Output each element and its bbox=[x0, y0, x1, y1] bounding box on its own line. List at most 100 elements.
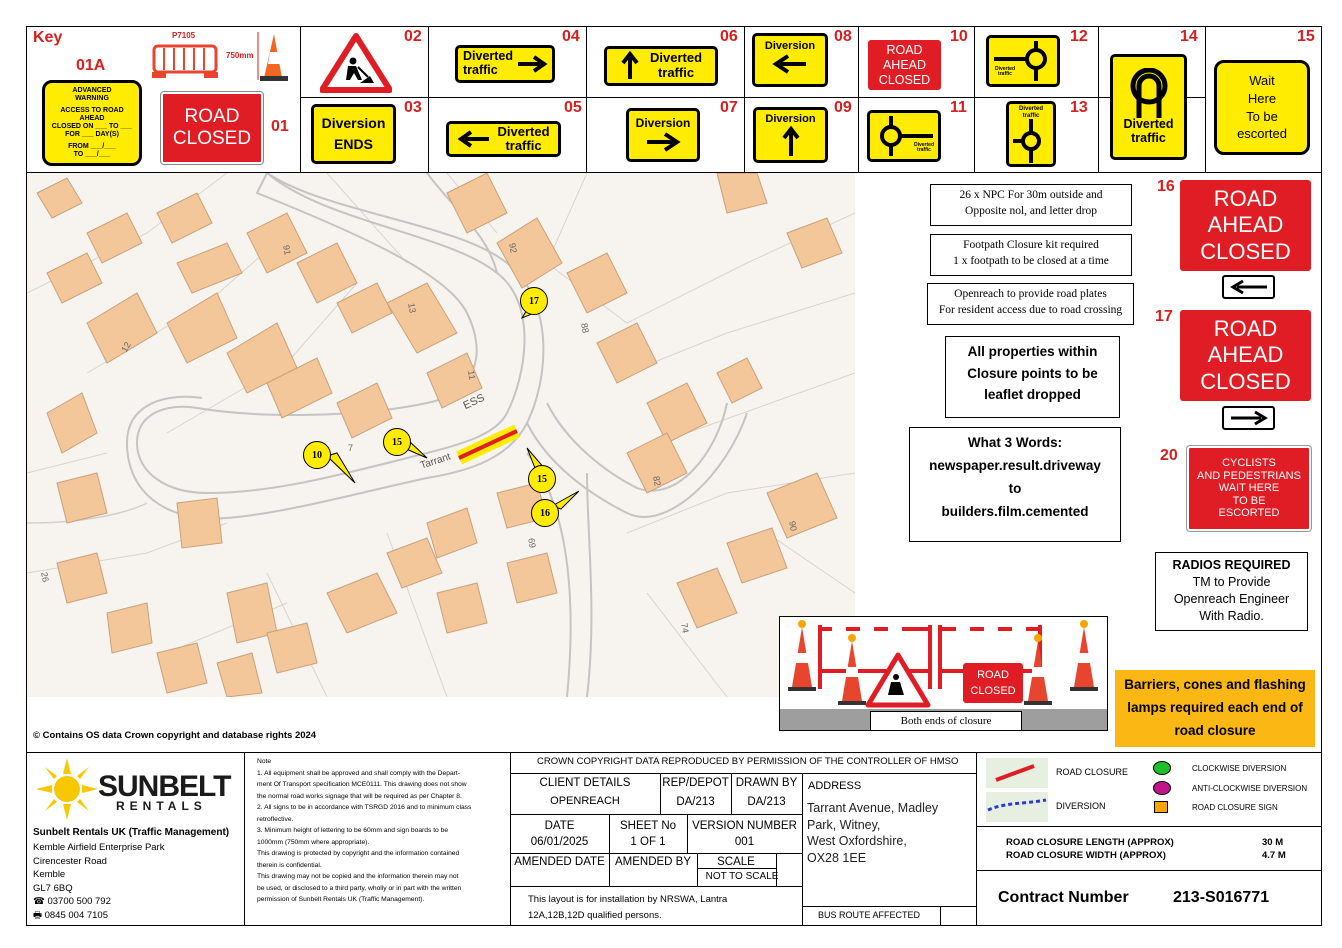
cone-height: 750mm bbox=[226, 51, 254, 60]
rep-label: REP/DEPOT bbox=[662, 777, 729, 789]
arrow-left-icon bbox=[1229, 279, 1267, 295]
map-callout: 15 bbox=[383, 428, 411, 456]
house-number: 90 bbox=[787, 520, 799, 532]
map-callout: 17 bbox=[520, 287, 548, 315]
map-copyright: © Contains OS data Crown copyright and d… bbox=[33, 730, 317, 741]
house-number: 11 bbox=[465, 369, 478, 381]
diversion-legend-icon bbox=[986, 792, 1048, 822]
sign-15-label: 15 bbox=[1297, 28, 1315, 45]
sign-11-label: 11 bbox=[950, 99, 967, 116]
sheet-label: SHEET No bbox=[619, 820, 677, 832]
contract-label: Contract Number bbox=[998, 889, 1129, 906]
clockwise-marker-icon bbox=[1153, 761, 1171, 775]
arrow-up-icon bbox=[621, 51, 639, 79]
key-mid-divider bbox=[300, 97, 1205, 98]
sign-10-road-ahead-closed: ROAD AHEAD CLOSED bbox=[868, 40, 941, 90]
u-turn-icon bbox=[1130, 68, 1167, 119]
legend-closure-sign: ROAD CLOSURE SIGN bbox=[1192, 803, 1278, 812]
sign-09-label: 09 bbox=[834, 99, 852, 116]
sign-04-label: 04 bbox=[562, 28, 580, 45]
version-value: 001 bbox=[734, 836, 755, 848]
house-number: 91 bbox=[281, 244, 293, 256]
rep-value: DA/213 bbox=[676, 796, 715, 808]
closure-width-label: ROAD CLOSURE WIDTH (APPROX) bbox=[1006, 850, 1166, 861]
sign-10-label: 10 bbox=[950, 28, 968, 45]
sign-08-diversion-left: Diversion bbox=[752, 33, 828, 87]
amended-by-label: AMENDED BY bbox=[614, 856, 692, 868]
scale-value: NOT TO SCALE bbox=[705, 871, 779, 882]
closure-length-value: 30 M bbox=[1262, 837, 1284, 848]
house-number: 26 bbox=[39, 571, 51, 583]
crown-copyright: CROWN COPYRIGHT DATA REPRODUCED BY PERMI… bbox=[537, 756, 959, 767]
address-label: ADDRESS bbox=[808, 780, 862, 792]
map-callout: 10 bbox=[303, 441, 331, 469]
amended-date-label: AMENDED DATE bbox=[514, 856, 605, 868]
arrow-right-plate bbox=[1222, 406, 1275, 430]
drawn-label: DRAWN BY bbox=[735, 777, 798, 789]
sign-07-diversion-right: Diversion bbox=[626, 108, 700, 162]
client-label: CLIENT DETAILS bbox=[539, 777, 631, 789]
roundabout-icon bbox=[880, 116, 933, 156]
drawn-value: DA/213 bbox=[747, 796, 786, 808]
drawing-frame bbox=[26, 26, 1322, 926]
closure-width-value: 4.7 M bbox=[1262, 850, 1286, 861]
barrier-icon bbox=[152, 44, 218, 78]
sign-12-label: 12 bbox=[1070, 28, 1088, 45]
arrow-right-icon bbox=[1230, 410, 1268, 426]
legend-road-closure: ROAD CLOSURE bbox=[1056, 767, 1129, 777]
site-map bbox=[27, 173, 855, 697]
house-number: 88 bbox=[579, 322, 591, 334]
sign-09-diversion-ahead: Diversion bbox=[753, 107, 828, 163]
arrow-right-icon bbox=[518, 55, 548, 73]
key-divider bbox=[26, 172, 1322, 173]
both-ends-label: Both ends of closure bbox=[870, 711, 1022, 730]
sign-03-label: 03 bbox=[404, 99, 422, 116]
house-number: 13 bbox=[406, 302, 418, 314]
install-note: This layout is for installation by NRSWA… bbox=[528, 894, 728, 921]
house-number: 7 bbox=[348, 443, 354, 453]
house-number: 82 bbox=[651, 475, 663, 487]
sign-05-label: 05 bbox=[564, 99, 582, 116]
road-closure-marker bbox=[456, 424, 520, 465]
scale-label: SCALE bbox=[717, 856, 755, 868]
legend-anticlockwise: ANTI-CLOCKWISE DIVERSION bbox=[1192, 784, 1308, 793]
map-callout: 15 bbox=[528, 465, 556, 493]
roundabout-icon bbox=[1013, 119, 1041, 164]
closure-length-label: ROAD CLOSURE LENGTH (APPROX) bbox=[1006, 837, 1174, 848]
arrow-up-icon bbox=[781, 125, 800, 156]
house-number: 74 bbox=[679, 622, 691, 634]
sign-15-wait-here: Wait Here To be escorted bbox=[1214, 60, 1310, 155]
contract-number: 213-S016771 bbox=[1173, 889, 1270, 906]
legend-diversion: DIVERSION bbox=[1056, 801, 1106, 811]
site-address: Tarrant Avenue, Madley Park, Witney, Wes… bbox=[807, 801, 939, 865]
sign-13-label: 13 bbox=[1070, 99, 1088, 116]
sign-01a-label: 01A bbox=[76, 57, 106, 74]
arrow-left-icon bbox=[457, 130, 490, 148]
sign-01-road-closed: ROAD CLOSED bbox=[160, 91, 264, 165]
barrier-code: P7105 bbox=[172, 31, 196, 40]
version-label: VERSION NUMBER bbox=[692, 820, 797, 832]
arrow-right-icon bbox=[647, 132, 681, 152]
sunbelt-logo: SUNBELT RENTALS bbox=[36, 758, 236, 820]
anticlockwise-marker-icon bbox=[1153, 781, 1171, 795]
house-number: 69 bbox=[526, 537, 538, 549]
company-address: Kemble Airfield Enterprise Park Cirences… bbox=[33, 842, 165, 921]
date-value: 06/01/2025 bbox=[530, 836, 589, 848]
key-title: Key bbox=[33, 29, 63, 46]
sign-07-label: 07 bbox=[720, 99, 738, 116]
